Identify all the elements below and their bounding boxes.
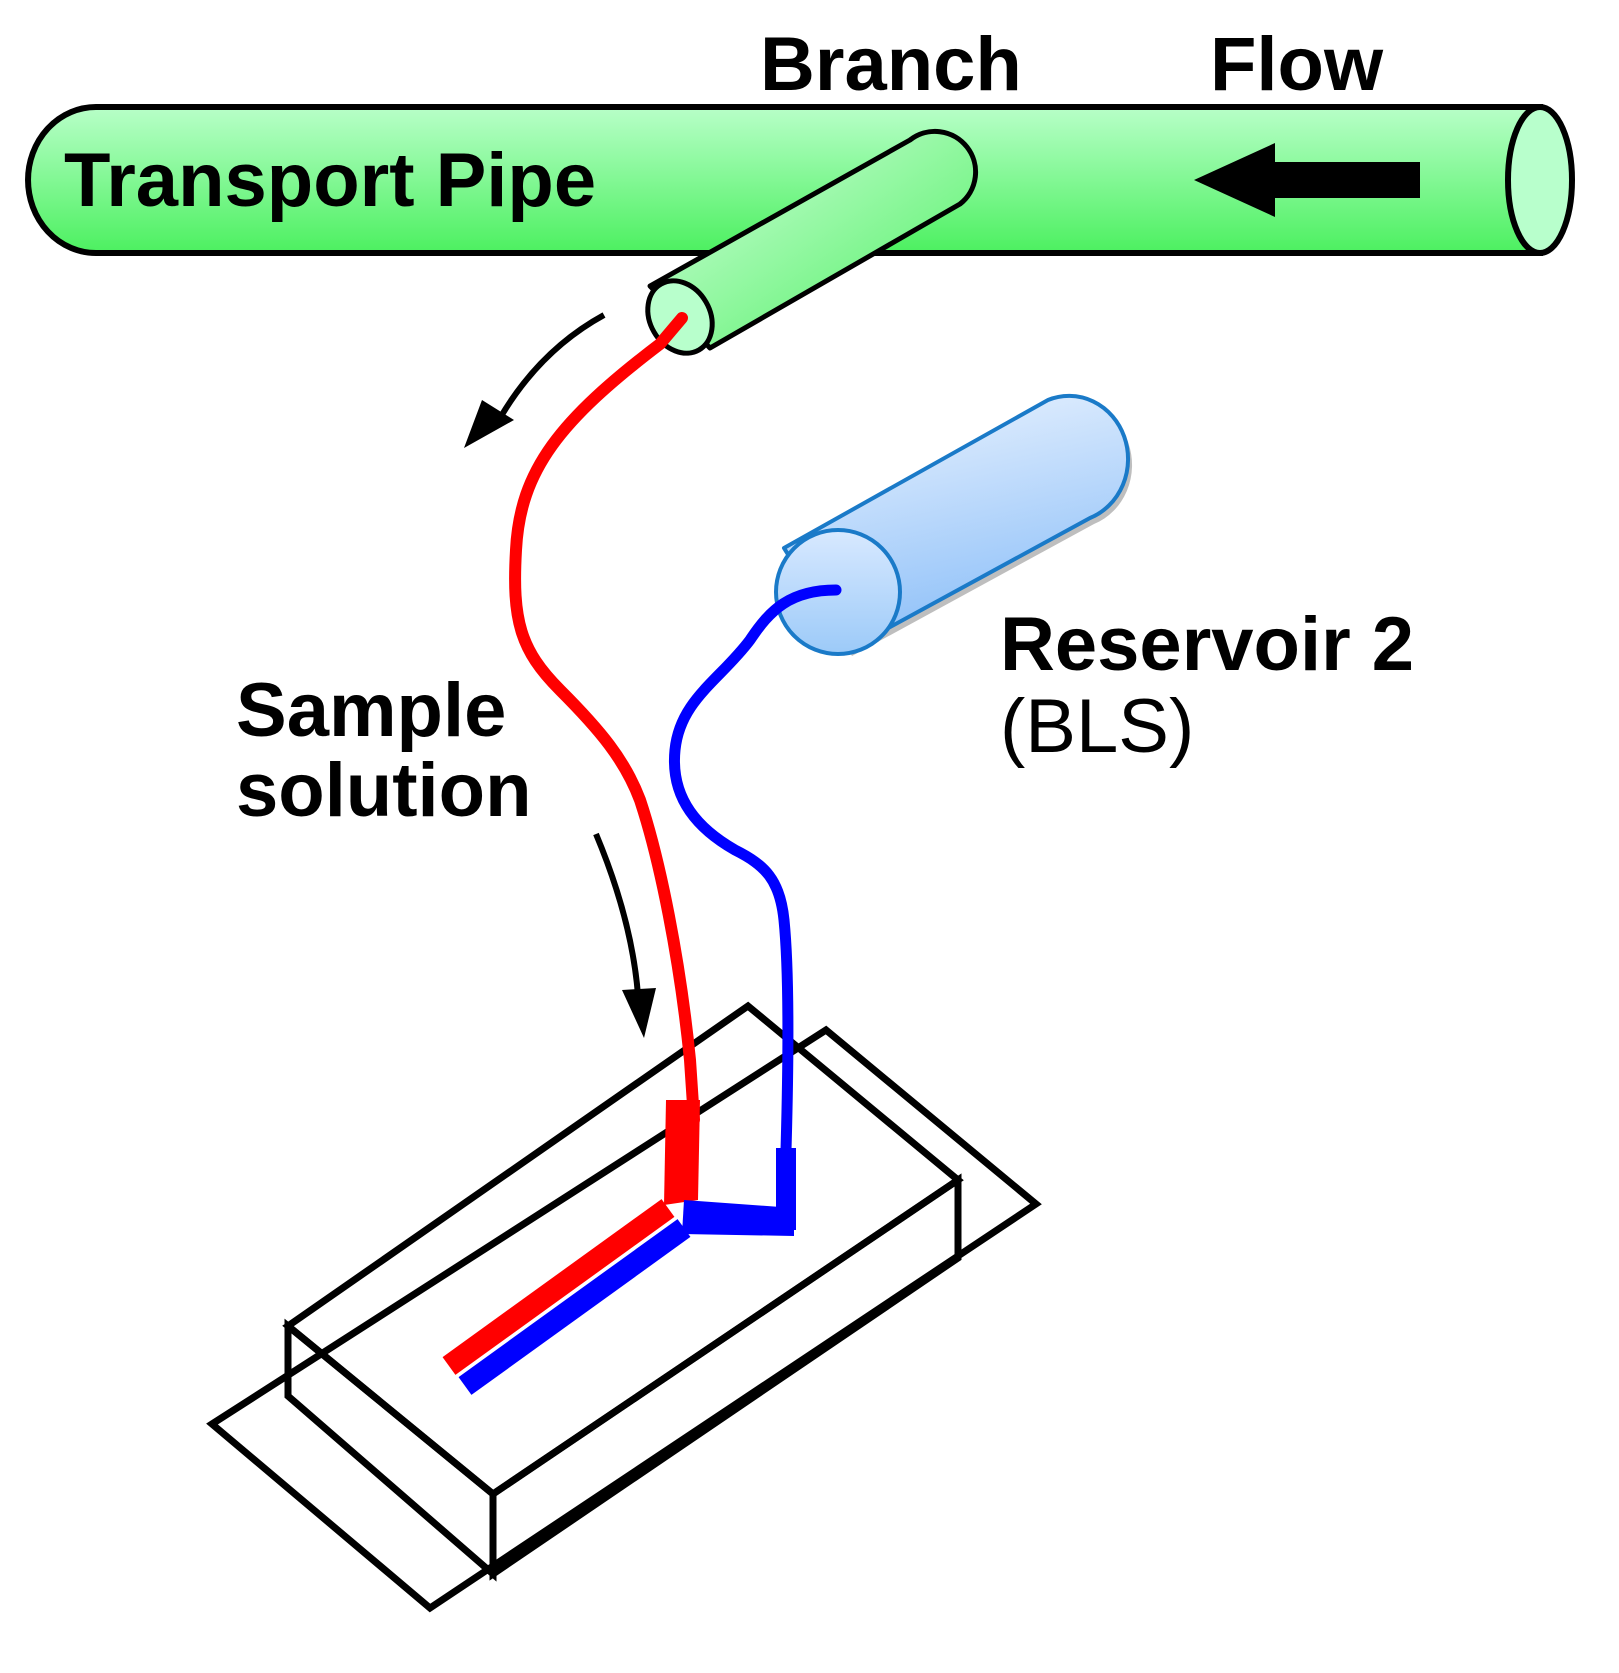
transport-pipe-end [1505,104,1575,256]
reservoir-label: Reservoir 2 [1000,602,1414,687]
curved-arrow-icon [593,832,656,1038]
reservoir-sublabel: (BLS) [1000,684,1194,769]
flow-label: Flow [1210,22,1384,107]
flow-arrow-icon [1194,143,1420,217]
chip-side-face [489,1173,962,1581]
branch-pipe-body [647,128,979,351]
transport-pipe [25,104,1575,256]
sample-label-line1: Sample [236,668,506,753]
sample-line [509,312,700,1205]
transport-pipe-label: Transport Pipe [64,138,596,223]
branch-label: Branch [760,22,1022,107]
bls-line [668,584,842,1236]
microfluidic-chip [206,1001,1042,1613]
curved-arrow-icon [464,312,606,448]
transport-pipe-body [25,104,1543,256]
sample-label-line2: solution [236,748,532,833]
chip-base-plate [206,1025,1042,1613]
merged-channel [442,1199,691,1395]
